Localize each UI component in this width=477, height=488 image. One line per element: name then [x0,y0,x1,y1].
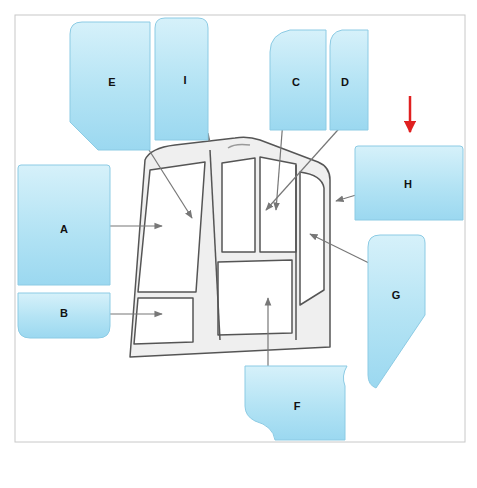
panel-letter: G [392,290,401,301]
excavator-cab [130,137,330,357]
leader-arrows [95,112,375,382]
glass-shape [330,30,368,130]
panel-letter: E [108,77,115,88]
leader-line [310,234,375,266]
glass-panel: B [18,293,110,338]
glass-outline [70,22,150,150]
panel-letter: B [60,308,68,319]
leader-line [276,120,283,210]
glass-panel: H [355,146,463,220]
glass-outline [155,18,208,140]
panel-letter: C [292,77,300,88]
glass-outline [330,30,368,130]
panel-letter: F [294,401,301,412]
glass-outline [18,165,110,285]
glass-outline [270,30,326,130]
leader-line [266,122,345,210]
panel-letter: H [404,179,412,190]
glass-panel: E [70,22,150,150]
glass-panel: C [270,30,326,130]
glass-shape [155,18,208,140]
glass-outline [355,146,463,220]
glass-panel: I [155,18,208,140]
glass-panel: G [368,235,425,388]
glass-shape [368,235,425,388]
glass-panel: F [245,366,347,440]
glass-panel: A [18,165,110,285]
panel-letter: D [341,77,349,88]
glass-outline [245,366,347,440]
panel-letter: I [183,75,186,86]
glass-outline [368,235,425,388]
picture-frame [15,15,465,442]
panel-letter: A [60,224,68,235]
glass-panel: D [330,30,368,130]
glass-outline [18,293,110,338]
leader-line [104,313,162,314]
highlight-arrow [409,96,412,132]
